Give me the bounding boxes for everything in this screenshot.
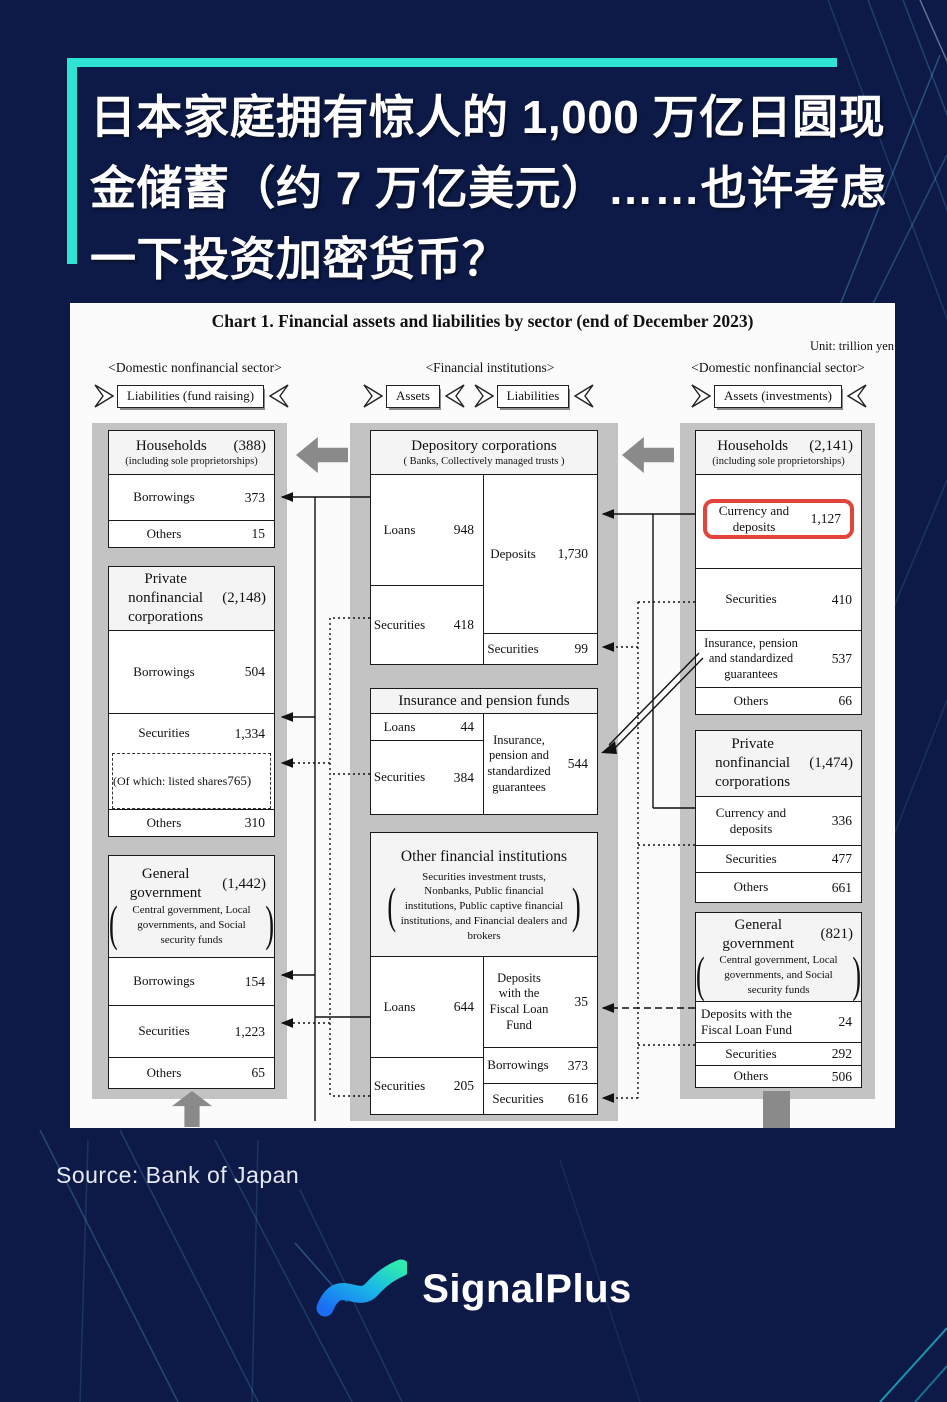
block-title: Private nonfinancial corporations: [715, 736, 791, 790]
headline: 日本家庭拥有惊人的 1,000 万亿日圆现 金储蓄（约 7 万亿美元）……也许考…: [90, 82, 910, 295]
ribbon-label: Liabilities: [496, 384, 570, 408]
flow-arrow-left-icon: [296, 437, 348, 473]
block-bracket-note: Securities investment trusts, Nonbanks, …: [400, 870, 568, 942]
table-row: Insurance, pension and standardized guar…: [696, 630, 861, 687]
flow-arrow-left-icon: [622, 437, 674, 473]
table-row: Insurance, pension and standardized guar…: [487, 732, 588, 794]
block-title: Private nonfinancial corporations: [128, 571, 204, 625]
headline-accent-top-bar: [67, 58, 837, 67]
column-header-middle: <Financial institutions>: [425, 360, 555, 375]
block-title: General government: [722, 916, 795, 952]
block-subtitle: ( Banks, Collectively managed trusts ): [403, 456, 565, 468]
block-left-private-nonfinancial: Private nonfinancial corporations (2,148)…: [108, 566, 275, 837]
block-bracket-note: Central government, Local governments, a…: [719, 954, 838, 997]
ribbon-tail-icon: [363, 384, 384, 408]
block-subtitle: (including sole proprietorships): [125, 456, 258, 468]
ribbon-assets-investments: Assets (investments): [682, 383, 874, 409]
block-bracket-note: Central government, Local governments, a…: [132, 903, 251, 946]
headline-accent-left-bar: [67, 58, 77, 264]
headline-line-3: 一下投资加密货币？: [90, 233, 509, 285]
ribbon-tail-icon: [474, 384, 494, 408]
block-subtitle: (including sole proprietorships): [712, 456, 845, 468]
block-right-households: Households (2,141) (including sole propri…: [695, 430, 862, 715]
block-left-general-government: General government (1,442) Central govern…: [108, 855, 275, 1089]
block-title: Other financial institutions: [400, 848, 568, 866]
block-total: (2,148): [222, 590, 266, 606]
column-header-right: <Domestic nonfinancial sector>: [691, 360, 865, 375]
block-right-private-nonfinancial: Private nonfinancial corporations (1,474)…: [695, 730, 862, 903]
ribbon-tail-icon: [444, 384, 465, 408]
ribbon-label: Assets: [386, 384, 440, 408]
ribbon-tail-icon: [691, 384, 712, 408]
block-total: (821): [820, 926, 854, 943]
ribbon-tail-icon: [94, 384, 114, 408]
ribbon-label: Assets (investments): [714, 384, 842, 408]
block-total: (388): [233, 438, 267, 455]
flow-stub: [763, 1091, 790, 1128]
block-title: Households: [717, 438, 789, 455]
ribbon-assets: Assets: [353, 383, 473, 409]
block-title: Insurance and pension funds: [398, 692, 570, 709]
signalplus-logo-icon: [316, 1259, 408, 1317]
chart-panel: Chart 1. Financial assets and liabilitie…: [70, 303, 895, 1128]
block-total: (1,474): [809, 755, 853, 771]
ribbon-tail-icon: [268, 384, 289, 408]
column-header-left: <Domestic nonfinancial sector>: [108, 360, 282, 375]
block-total: (1,442): [222, 875, 266, 892]
ribbon-liabilities: Liabilities: [470, 383, 596, 409]
ribbon-tail-icon: [846, 384, 867, 408]
block-title: General government: [129, 866, 202, 902]
block-depository-corporations: Depository corporations ( Banks, Collect…: [370, 430, 598, 665]
headline-line-1: 日本家庭拥有惊人的 1,000 万亿日圆现: [90, 91, 886, 143]
brand-name: SignalPlus: [422, 1266, 632, 1311]
ribbon-tail-icon: [574, 384, 594, 408]
block-total: (2,141): [809, 438, 853, 455]
brand-lockup: SignalPlus: [0, 1256, 947, 1322]
ribbon-label: Liabilities (fund raising): [116, 384, 265, 408]
source-attribution: Source: Bank of Japan: [56, 1162, 300, 1188]
block-right-general-government: General government (821) Central governme…: [695, 912, 862, 1088]
chart-unit: Unit: trillion yen: [809, 339, 894, 353]
ribbon-liabilities-fund-raising: Liabilities (fund raising): [88, 383, 293, 409]
block-title: Households: [135, 438, 207, 455]
block-other-financial-institutions: Other financial institutions Securities …: [370, 832, 598, 1115]
block-left-households: Households (388) (including sole propriet…: [108, 430, 275, 548]
block-title: Depository corporations: [411, 438, 557, 455]
headline-line-2: 金储蓄（约 7 万亿美元）……也许考虑: [90, 162, 887, 214]
chart-title: Chart 1. Financial assets and liabilitie…: [211, 311, 754, 331]
